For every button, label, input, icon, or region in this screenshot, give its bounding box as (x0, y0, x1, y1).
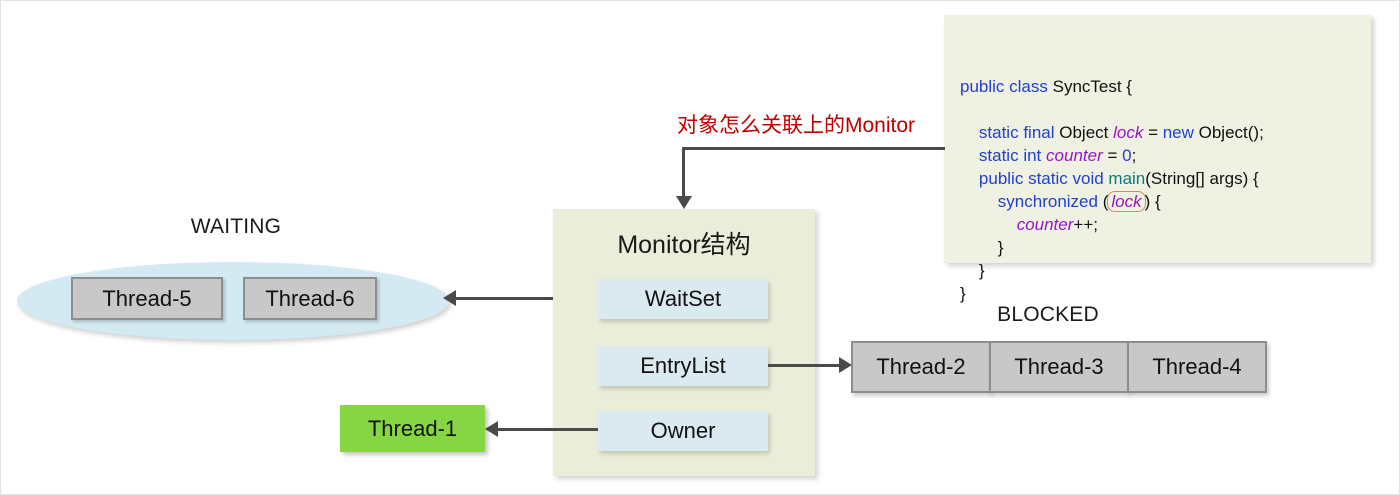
code-line: static final Object lock = new Object(); (960, 121, 1355, 144)
code-token: static (1028, 169, 1068, 188)
annotation-text: 对象怎么关联上的Monitor (677, 114, 916, 137)
thread-box-waiting-1: Thread-6 (243, 277, 377, 320)
code-token: (String[] args) { (1145, 169, 1259, 188)
code-token: synchronized (997, 192, 1098, 211)
code-token: void (1072, 169, 1104, 188)
annotation-connector-vertical (682, 147, 685, 198)
code-token: ; (1131, 146, 1137, 165)
monitor-field-waitset: WaitSet (598, 279, 768, 319)
thread-box-owner: Thread-1 (340, 405, 485, 452)
code-lines: public class SyncTest { static final Obj… (960, 75, 1355, 305)
code-token: new (1162, 123, 1194, 142)
annotation-connector-horizontal (683, 147, 945, 150)
code-line: } (960, 282, 1355, 305)
code-token: final (1023, 123, 1055, 142)
code-token: counter (1016, 215, 1074, 234)
code-line: public static void main(String[] args) { (960, 167, 1355, 190)
owner-to-thread1-line (498, 428, 598, 431)
thread-box-blocked-0: Thread-2 (851, 341, 991, 393)
code-token: lock (1113, 123, 1144, 142)
waiting-label: WAITING (190, 215, 282, 238)
code-token: ++; (1073, 215, 1098, 234)
code-token: ( (1097, 192, 1109, 211)
code-token (960, 192, 998, 211)
code-token: int (1023, 146, 1042, 165)
entrylist-to-blocked-line (768, 364, 840, 367)
monitor-field-entrylist: EntryList (598, 346, 768, 386)
thread-box-blocked-1: Thread-3 (989, 341, 1129, 393)
code-token: public (978, 169, 1024, 188)
thread-box-blocked-2: Thread-4 (1127, 341, 1267, 393)
code-token: } (960, 238, 1004, 257)
code-token: = (1143, 123, 1163, 142)
monitor-field-owner: Owner (598, 411, 768, 451)
code-token (960, 215, 1017, 234)
code-token: } (960, 284, 966, 303)
code-token (960, 146, 979, 165)
code-line: static int counter = 0; (960, 144, 1355, 167)
code-line: public class SyncTest { (960, 75, 1355, 98)
monitor-title: Monitor结构 (617, 231, 751, 259)
code-line: counter++; (960, 213, 1355, 236)
waitset-to-waiting-line (456, 297, 599, 300)
code-line: } (960, 259, 1355, 282)
code-token: public (960, 77, 1005, 96)
code-line: } (960, 236, 1355, 259)
highlighted-lock-token: lock (1107, 191, 1146, 212)
entrylist-to-blocked-arrow-head (839, 357, 852, 373)
code-token: counter (1046, 146, 1103, 165)
code-token: main (1108, 169, 1146, 188)
code-token: } (960, 261, 985, 280)
code-token: Object (1054, 123, 1114, 142)
code-token: static (978, 146, 1019, 165)
code-token: ) { (1144, 192, 1161, 211)
code-token: = (1102, 146, 1123, 165)
code-token (960, 123, 979, 142)
code-token: class (1009, 77, 1048, 96)
owner-to-thread1-arrow-head (485, 421, 498, 437)
blocked-label: BLOCKED (997, 303, 1099, 326)
code-line (960, 98, 1355, 121)
code-token: 0 (1122, 146, 1132, 165)
blocked-thread-group: Thread-2 Thread-3 Thread-4 (851, 341, 1267, 393)
code-token: Object(); (1193, 123, 1264, 142)
code-line: synchronized (lock) { (960, 190, 1355, 213)
code-token (960, 169, 979, 188)
waitset-to-waiting-arrow-head (443, 290, 456, 306)
annotation-arrow-head (676, 196, 692, 209)
code-token: SyncTest { (1047, 77, 1132, 96)
code-snippet-box: public class SyncTest { static final Obj… (944, 15, 1371, 303)
thread-box-waiting-0: Thread-5 (71, 277, 223, 320)
code-token: static (978, 123, 1019, 142)
